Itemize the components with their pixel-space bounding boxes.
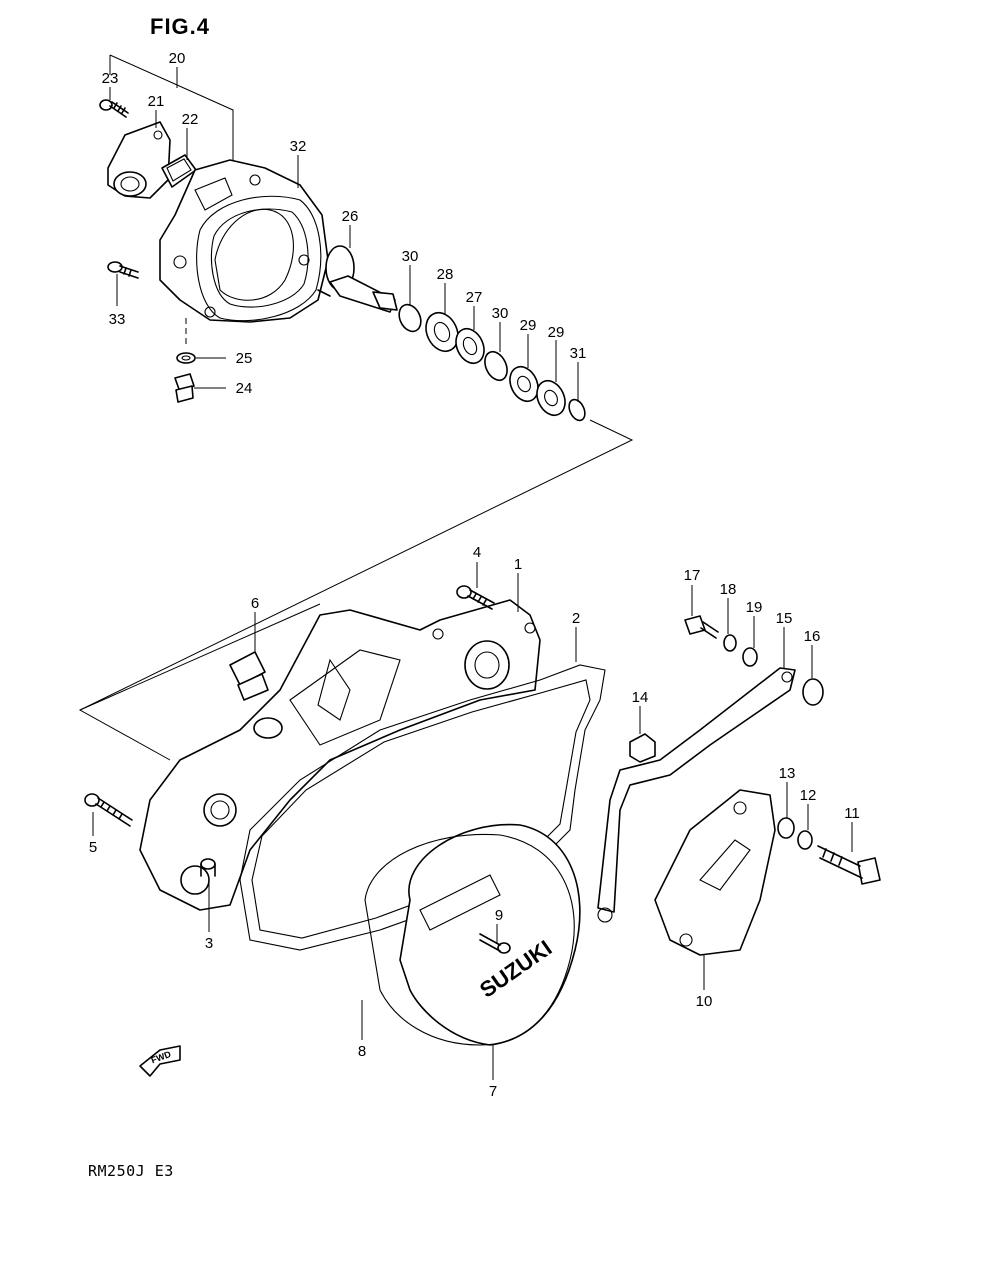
washer-19 xyxy=(742,647,758,667)
bolt-23 xyxy=(99,99,129,118)
bolt-5 xyxy=(84,793,133,827)
stay-15 xyxy=(597,667,796,923)
callout-29-b: 29 xyxy=(548,324,565,341)
callout-8: 8 xyxy=(358,1043,366,1060)
gasket-32 xyxy=(196,195,322,322)
callout-2: 2 xyxy=(572,610,580,627)
leader-lines xyxy=(92,67,853,1080)
callout-31: 31 xyxy=(570,345,587,362)
oil-seal-27 xyxy=(455,327,485,365)
callout-14: 14 xyxy=(632,689,649,706)
callout-33: 33 xyxy=(109,311,126,328)
callout-13: 13 xyxy=(779,765,796,782)
callout-12: 12 xyxy=(800,787,817,804)
drain-bolt-24 xyxy=(174,373,195,403)
circlip-30-b xyxy=(484,350,508,382)
washer-12 xyxy=(797,830,813,850)
hose-joint-21 xyxy=(107,121,171,199)
case-guard-10 xyxy=(654,789,776,956)
callout-7: 7 xyxy=(489,1083,497,1100)
callout-11: 11 xyxy=(844,805,860,822)
outer-cover-7: SUZUKI xyxy=(399,823,581,1046)
callout-24: 24 xyxy=(236,380,253,397)
callout-21: 21 xyxy=(148,93,165,110)
impeller-shaft-26 xyxy=(317,245,398,313)
pump-case-20 xyxy=(159,159,329,323)
callout-6: 6 xyxy=(251,595,259,612)
washer-13 xyxy=(777,817,795,839)
gasket-8 xyxy=(364,833,575,1046)
callout-30-b: 30 xyxy=(492,305,509,322)
callout-29-a: 29 xyxy=(520,317,537,334)
callout-20: 20 xyxy=(169,50,186,67)
assembly-outline xyxy=(78,54,634,761)
callout-28: 28 xyxy=(437,266,454,283)
callout-18: 18 xyxy=(720,581,737,598)
bolt-11 xyxy=(817,845,881,885)
callout-4: 4 xyxy=(473,544,481,561)
dowel-pin-3 xyxy=(200,858,216,877)
callout-23: 23 xyxy=(102,70,119,87)
forward-direction-arrow: FWD xyxy=(139,1045,181,1077)
oil-plug-6 xyxy=(229,651,269,701)
bearing-29-a xyxy=(509,365,539,403)
model-code: RM250J E3 xyxy=(88,1162,174,1180)
callout-17: 17 xyxy=(684,567,701,584)
callout-25: 25 xyxy=(236,350,253,367)
callout-15: 15 xyxy=(776,610,793,627)
bolt-33 xyxy=(107,261,139,279)
callout-5: 5 xyxy=(89,839,97,856)
callout-10: 10 xyxy=(696,993,713,1010)
bolt-17 xyxy=(684,615,719,639)
bearing-29-b xyxy=(536,379,566,417)
callout-16: 16 xyxy=(804,628,821,645)
circlip-30-a xyxy=(398,303,422,333)
spacer-16 xyxy=(802,678,824,706)
callout-9: 9 xyxy=(495,907,503,924)
bolt-4 xyxy=(456,585,495,610)
gasket-2 xyxy=(239,664,606,951)
water-pump-assembly xyxy=(99,99,586,422)
callout-32: 32 xyxy=(290,138,307,155)
callout-labels: 20 23 21 22 32 26 30 28 27 30 29 29 31 3… xyxy=(89,50,860,1100)
bearing-28 xyxy=(425,311,459,353)
callout-30-a: 30 xyxy=(402,248,419,265)
clutch-cover-assembly: SUZUKI xyxy=(84,585,881,1077)
callout-27: 27 xyxy=(466,289,483,306)
washer-25 xyxy=(176,352,196,364)
callout-1: 1 xyxy=(514,556,522,573)
figure-title: FIG.4 xyxy=(150,14,211,39)
nut-14 xyxy=(629,733,656,763)
callout-19: 19 xyxy=(746,599,763,616)
callout-26: 26 xyxy=(342,208,359,225)
washer-18 xyxy=(723,634,737,652)
callout-3: 3 xyxy=(205,935,213,952)
callout-22: 22 xyxy=(182,111,199,128)
snap-ring-31 xyxy=(568,398,586,422)
